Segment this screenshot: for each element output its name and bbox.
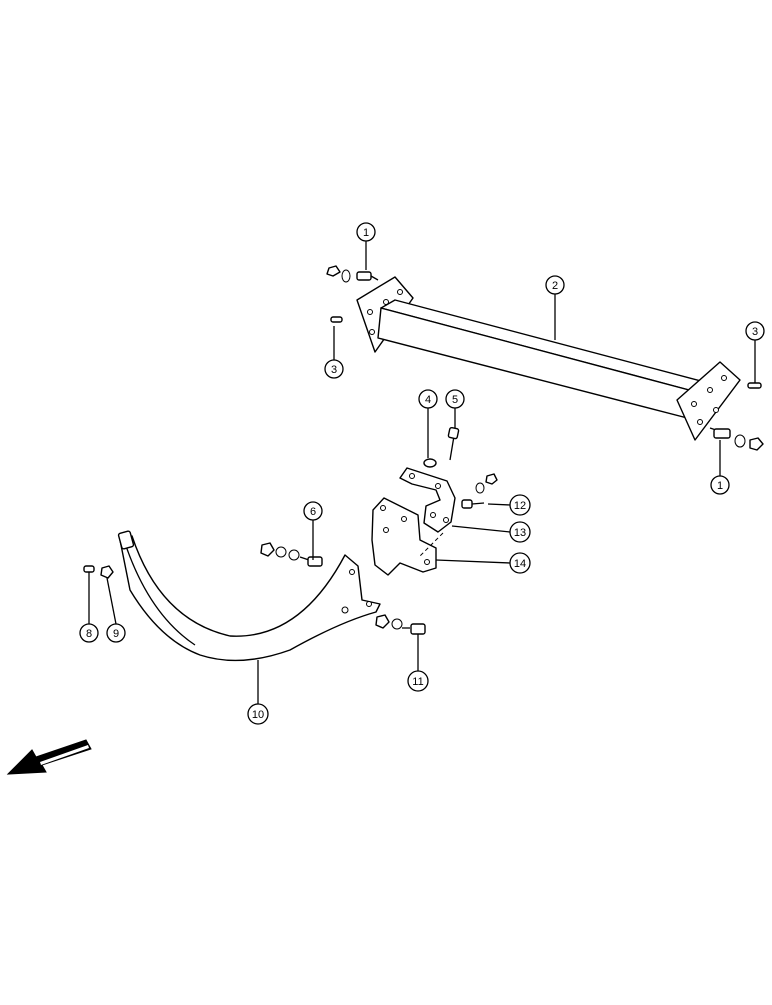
svg-text:5: 5	[452, 394, 458, 406]
svg-text:3: 3	[331, 364, 337, 376]
callout-9: 9	[106, 623, 126, 643]
callout-1-top: 1	[356, 222, 376, 242]
callout-5: 5	[445, 389, 465, 409]
shank-fasteners	[83, 542, 426, 635]
callout-14: 14	[509, 552, 531, 574]
svg-text:14: 14	[514, 558, 526, 570]
svg-text:6: 6	[310, 506, 316, 518]
callout-8: 8	[79, 623, 99, 643]
upper-bracket	[399, 467, 456, 533]
callout-3-left: 3	[324, 359, 344, 379]
svg-text:3: 3	[752, 326, 758, 338]
callout-6: 6	[303, 501, 323, 521]
leader-lines	[88, 240, 756, 705]
svg-text:1: 1	[717, 480, 723, 492]
svg-text:9: 9	[113, 628, 119, 640]
callout-13: 13	[509, 521, 531, 543]
svg-text:10: 10	[252, 709, 264, 721]
callout-3-right: 3	[745, 321, 765, 341]
callout-1-bottom: 1	[710, 475, 730, 495]
svg-text:8: 8	[86, 628, 92, 640]
callout-10: 10	[247, 703, 269, 725]
beam-left-fasteners	[326, 265, 379, 323]
curved-shank	[117, 530, 381, 662]
svg-text:12: 12	[514, 500, 526, 512]
bracket-top-fasteners	[423, 426, 460, 468]
bracket-side-fasteners	[461, 473, 498, 509]
svg-text:1: 1	[363, 227, 369, 239]
callout-12: 12	[509, 494, 531, 516]
cross-beam	[356, 276, 741, 441]
callout-2: 2	[545, 275, 565, 295]
beam-right-fasteners	[709, 382, 764, 451]
lower-bracket	[371, 497, 444, 576]
callout-11: 11	[407, 670, 429, 692]
arrow-left-down-icon	[6, 739, 92, 775]
svg-text:2: 2	[552, 280, 558, 292]
svg-text:4: 4	[425, 394, 431, 406]
svg-text:11: 11	[412, 676, 423, 688]
callout-4: 4	[418, 389, 438, 409]
svg-text:13: 13	[514, 527, 526, 539]
